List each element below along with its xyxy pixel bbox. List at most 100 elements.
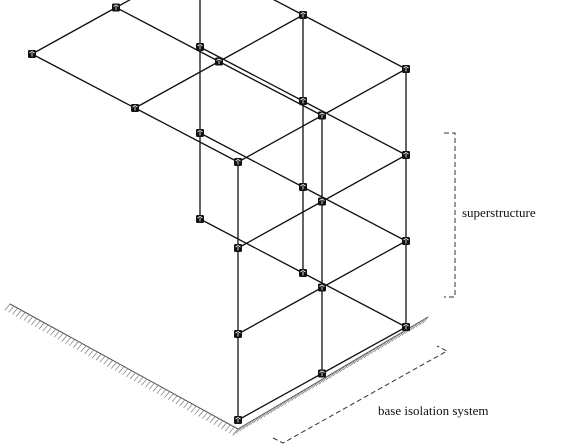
joint-node bbox=[196, 215, 204, 223]
ground-hatch bbox=[246, 420, 253, 428]
joint-node bbox=[318, 197, 326, 206]
joint-node bbox=[299, 183, 307, 191]
ground-hatch bbox=[315, 379, 322, 387]
beam bbox=[237, 286, 323, 335]
superstructure-bracket bbox=[444, 132, 456, 298]
ground-hatch bbox=[42, 324, 49, 332]
ground-hatch bbox=[190, 405, 197, 413]
base-isolation-label: base isolation system bbox=[378, 403, 489, 418]
ground-hatch bbox=[141, 378, 148, 386]
ground-hatch bbox=[281, 400, 287, 407]
beam bbox=[302, 14, 407, 70]
beam bbox=[272, 0, 304, 16]
ground-hatch bbox=[194, 407, 201, 415]
ground-hatch bbox=[236, 426, 242, 434]
beam bbox=[199, 132, 304, 188]
ground-hatch bbox=[225, 424, 231, 432]
joint-node bbox=[318, 283, 326, 292]
ground-hatch bbox=[287, 396, 294, 403]
ground-hatch bbox=[277, 402, 284, 409]
beam bbox=[321, 154, 407, 203]
ground-hatch bbox=[419, 318, 425, 326]
joint-node bbox=[402, 323, 410, 331]
beam bbox=[321, 326, 407, 375]
beam bbox=[115, 0, 131, 9]
ground-hatch bbox=[350, 359, 356, 367]
joint-node bbox=[234, 244, 242, 252]
ground-hatch bbox=[61, 334, 68, 342]
ground-hatch bbox=[422, 316, 429, 324]
ground-hatch bbox=[381, 341, 387, 348]
ground-hatch bbox=[27, 316, 34, 323]
beam bbox=[134, 60, 220, 109]
ground-hatch bbox=[374, 345, 380, 352]
ground-hatch bbox=[179, 399, 186, 407]
ground-hatch bbox=[388, 337, 394, 344]
beam bbox=[237, 114, 323, 163]
joint-node bbox=[112, 3, 120, 12]
ground-hatch bbox=[145, 380, 151, 388]
ground-hatch bbox=[19, 311, 26, 319]
ground-hatch bbox=[31, 318, 37, 325]
ground-hatch bbox=[415, 320, 422, 328]
ground-hatch bbox=[408, 324, 415, 332]
joint-node bbox=[299, 269, 307, 277]
ground-hatch bbox=[99, 355, 106, 363]
ground-hatch bbox=[329, 371, 336, 379]
joint-node bbox=[318, 369, 326, 378]
ground-hatch bbox=[270, 406, 277, 413]
ground-hatch bbox=[298, 389, 304, 397]
ground-hatch bbox=[156, 386, 163, 394]
ground-hatch bbox=[187, 403, 193, 411]
ground-hatch bbox=[322, 375, 329, 383]
ground-hatch bbox=[206, 414, 212, 421]
ground-hatch bbox=[217, 420, 224, 428]
joint-node bbox=[234, 416, 242, 424]
base-isolation-bracket bbox=[272, 345, 449, 444]
joint-node bbox=[402, 151, 410, 159]
ground-hatch bbox=[149, 382, 155, 390]
ground-hatch bbox=[370, 347, 377, 354]
ground-hatch bbox=[160, 389, 167, 396]
ground-hatch bbox=[274, 404, 280, 411]
ground-hatch bbox=[357, 355, 363, 363]
ground-hatch bbox=[65, 336, 72, 344]
ground-hatch bbox=[346, 361, 353, 369]
ground-hatch bbox=[126, 370, 132, 378]
joint-node bbox=[299, 97, 307, 105]
ground-hatch bbox=[57, 332, 64, 340]
ground-hatch bbox=[164, 391, 170, 398]
ground-hatch bbox=[35, 320, 41, 328]
joint-node bbox=[196, 129, 204, 137]
beam bbox=[218, 14, 304, 63]
joint-node bbox=[402, 237, 410, 245]
ground-hatch bbox=[12, 307, 18, 315]
ground-hatch bbox=[232, 428, 239, 436]
ground-hatch bbox=[239, 424, 246, 432]
ground-hatch bbox=[103, 357, 110, 365]
ground-hatch bbox=[118, 366, 125, 373]
ground-hatch bbox=[398, 330, 405, 338]
beam bbox=[199, 218, 304, 274]
ground-hatch bbox=[8, 305, 15, 313]
joint-node bbox=[28, 50, 36, 58]
beam bbox=[302, 100, 407, 156]
ground-hatch bbox=[114, 364, 121, 371]
beam bbox=[31, 53, 136, 109]
ground-hatch bbox=[221, 422, 227, 430]
joint-node bbox=[234, 158, 242, 166]
ground-hatch bbox=[171, 395, 178, 403]
ground-hatching bbox=[4, 303, 429, 436]
beam bbox=[134, 107, 239, 163]
ground-hatch bbox=[198, 409, 205, 417]
ground-hatch bbox=[23, 314, 30, 321]
ground-hatch bbox=[88, 349, 94, 357]
ground-hatch bbox=[50, 328, 56, 336]
ground-hatch bbox=[291, 394, 298, 401]
ground-hatch bbox=[336, 367, 342, 375]
ground-hatch bbox=[92, 351, 98, 359]
beam bbox=[31, 6, 117, 55]
ground-hatch bbox=[111, 361, 117, 369]
ground-hatch bbox=[137, 376, 144, 384]
beam bbox=[321, 240, 407, 289]
